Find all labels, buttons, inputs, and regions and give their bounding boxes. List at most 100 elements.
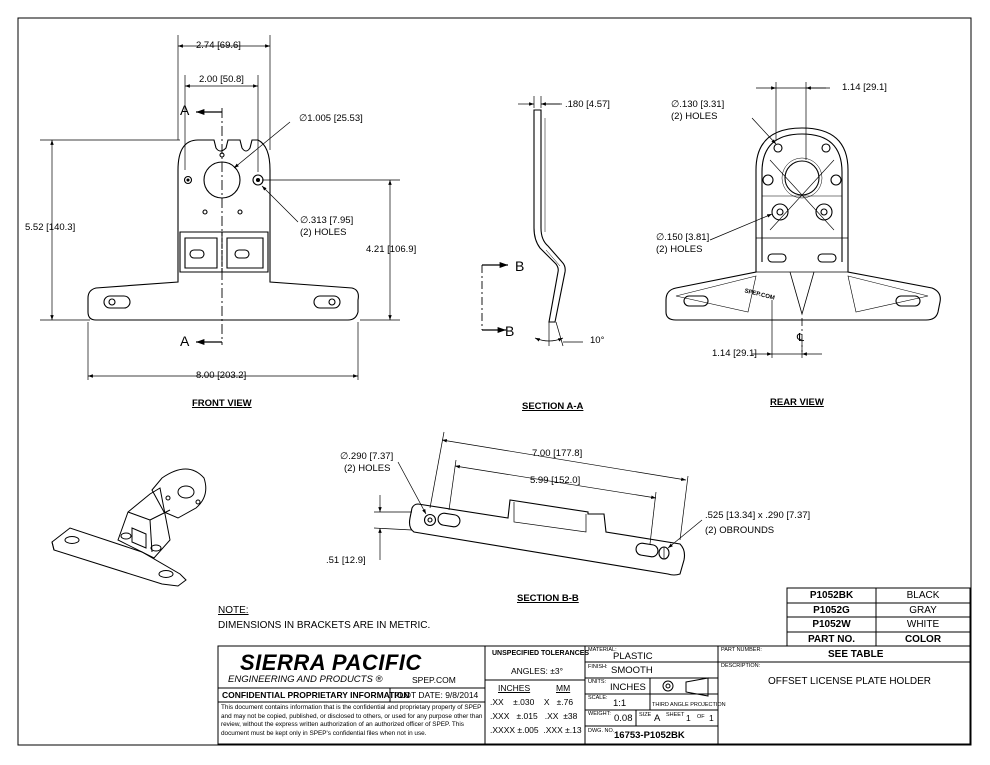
part-number-value: SEE TABLE: [828, 649, 884, 660]
description-value: OFFSET LICENSE PLATE HOLDER: [768, 676, 932, 687]
material-label: MATERIAL:: [588, 647, 617, 653]
front-view: [87, 108, 359, 345]
rear-hole-b-value: .150: [664, 232, 683, 243]
front-width-top-mm: 69.6: [219, 40, 239, 51]
company-subtitle: ENGINEERING AND PRODUCTS ®: [228, 675, 382, 685]
registered-mark: ®: [375, 674, 383, 685]
section-bb-view: [408, 499, 686, 576]
tol-2-fmt-mm: .XX: [544, 711, 559, 721]
note-title: NOTE:: [218, 605, 249, 616]
front-width-inner-mm: 50.8: [222, 74, 242, 85]
rear-top-offset-mm: 29.1: [865, 82, 885, 93]
units-value: INCHES: [610, 682, 646, 693]
front-big-hole-label: ∅1.005 [25.53]: [299, 113, 363, 124]
units-label: UNITS:: [588, 679, 607, 685]
rear-bottom-offset-label: 1.14 [29.1]: [712, 348, 757, 359]
front-small-hole-mm: 7.95: [332, 215, 351, 226]
plot-date-value: 9/8/2014: [445, 690, 479, 700]
tolerances-inches-header: INCHES: [498, 683, 531, 693]
color-table-part-3: P1052W: [812, 619, 851, 630]
front-big-hole-value: 1.005: [307, 113, 332, 124]
section-aa-dimensions: [518, 96, 583, 347]
plot-date: PLOT DATE: 9/8/2014: [394, 691, 478, 700]
section-bb-outer-width-value: 7.00: [532, 448, 551, 459]
section-bb-outer-width-label: 7.00 [177.8]: [532, 448, 583, 459]
color-table-part-2: P1052G: [813, 604, 850, 616]
section-bb-depth-mm: 12.9: [344, 555, 364, 566]
isometric-view: [51, 468, 207, 587]
front-small-hole-label: ∅.313 [7.95]: [300, 215, 354, 226]
section-bb-hole-count: (2) HOLES: [344, 463, 391, 474]
front-height2-label: 4.21 [106.9]: [366, 244, 417, 255]
company-website: SPEP.COM: [412, 675, 456, 685]
part-number-label: PART NUMBER:: [721, 647, 762, 653]
rear-top-offset-value: 1.14: [842, 82, 861, 93]
front-width-inner-label: 2.00 [50.8]: [199, 74, 244, 85]
color-table-part-1: P1052BK: [809, 590, 854, 601]
section-bb-obround-value: .525: [705, 510, 724, 521]
front-view-title: FRONT VIEW: [192, 398, 252, 409]
section-bb-outer-width-mm: 177.8: [555, 448, 580, 459]
section-bb-dimensions: [373, 431, 703, 560]
section-bb-inner-width-value: 5.99: [530, 475, 549, 486]
color-table-header-part: PART NO.: [807, 633, 856, 645]
section-bb-inner-width-label: 5.99 [152.0]: [530, 475, 581, 486]
section-bb-obround-count: (2) OBROUNDS: [705, 525, 775, 536]
section-aa-profile: [481, 109, 566, 333]
section-aa-thickness-label: .180 [4.57]: [565, 99, 610, 110]
rear-hole-a-label: ∅.130 [3.31]: [671, 99, 725, 110]
tol-1-tol-in: ±.030: [513, 697, 535, 707]
cut-marker-b-bottom: B: [505, 323, 515, 339]
tol-2-fmt-in: .XXX: [490, 711, 510, 721]
tol-1-tol-mm: ±.76: [556, 697, 574, 707]
sheet-value: 1: [686, 713, 691, 723]
size-label: SIZE: [639, 712, 652, 718]
color-table-color-3: WHITE: [906, 619, 940, 630]
front-small-hole-value: .313: [308, 215, 327, 226]
rear-bottom-offset-mm: 29.1: [735, 348, 755, 359]
tol-3-fmt-mm: .XXX: [543, 725, 563, 735]
tolerance-row-1: .XX ±.030 X ±.76: [490, 698, 573, 707]
weight-label: WEIGHT:: [588, 711, 611, 717]
color-table-color-1: BLACK: [906, 590, 940, 601]
front-width-top-label: 2.74 [69.6]: [196, 40, 241, 51]
rear-view: [665, 127, 941, 352]
rear-view-dimensions: [709, 82, 830, 358]
color-table-color-2: GRAY: [909, 604, 937, 616]
weight-value: 0.08: [614, 713, 633, 724]
projection-label: THIRD ANGLE PROJECTION: [652, 702, 726, 708]
section-bb-depth-value: .51: [326, 555, 340, 566]
rear-hole-b-label: ∅.150 [3.81]: [656, 232, 710, 243]
rear-view-title: REAR VIEW: [770, 397, 824, 408]
section-bb-obround-mm: 13.34: [728, 510, 753, 521]
sheet-label: SHEET: [666, 712, 685, 718]
material-value: PLASTIC: [613, 651, 653, 662]
front-height-mm: 140.3: [48, 222, 73, 233]
section-bb-hole-label: ∅.290 [7.37]: [340, 451, 394, 462]
section-bb-inner-width-mm: 152.0: [553, 475, 578, 486]
rear-centerline-symbol: ℄: [797, 332, 805, 344]
company-logo: SIERRA PACIFIC: [240, 650, 422, 675]
rear-bottom-offset-value: 1.14: [712, 348, 731, 359]
tol-1-fmt-in: .XX: [490, 697, 504, 707]
dwg-label: DWG. NO.: [588, 728, 615, 734]
section-bb-hole-value: .290: [348, 451, 367, 462]
tol-2-tol-in: ±.015: [516, 711, 538, 721]
of-label: OF: [697, 714, 705, 720]
of-value: 1: [709, 713, 714, 723]
front-height-label: 5.52 [140.3]: [25, 222, 76, 233]
tol-1-fmt-mm: X: [543, 697, 550, 707]
front-width-mm: 203.2: [219, 370, 244, 381]
tolerances-title: UNSPECIFIED TOLERANCES: [492, 650, 590, 657]
tolerance-row-2: .XXX ±.015 .XX ±38: [490, 712, 577, 721]
color-table-header-color: COLOR: [904, 633, 942, 645]
plot-date-label: PLOT DATE:: [394, 690, 443, 700]
scale-value: 1:1: [613, 698, 627, 709]
section-bb-obround2-value: .290: [765, 510, 784, 521]
rear-hole-b-count: (2) HOLES: [656, 244, 703, 255]
size-value: A: [654, 713, 661, 724]
front-height-value: 5.52: [25, 222, 44, 233]
title-block-grid: [217, 645, 971, 745]
front-height2-value: 4.21: [366, 244, 385, 255]
company-subtitle-text: ENGINEERING AND PRODUCTS: [228, 674, 373, 685]
